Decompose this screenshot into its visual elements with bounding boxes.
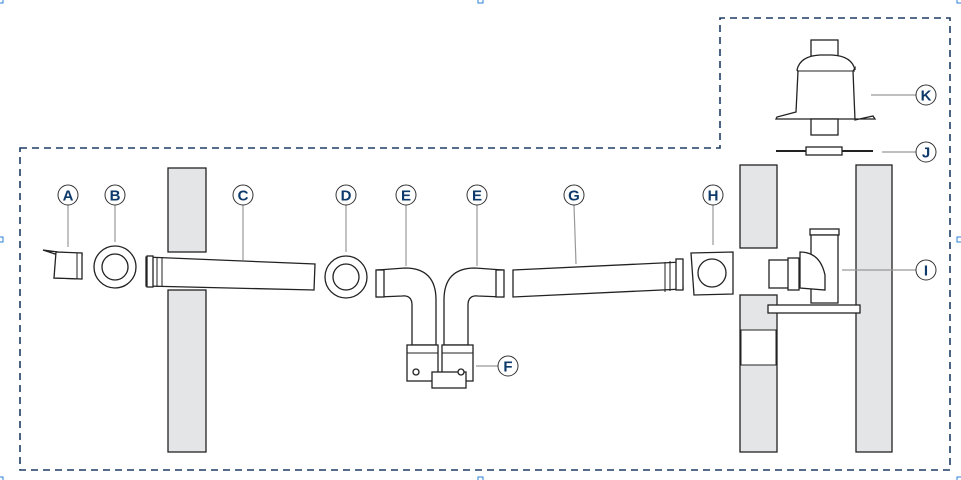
wall-opening [740, 329, 777, 366]
svg-text:F: F [503, 359, 512, 376]
svg-text:C: C [238, 188, 249, 205]
right-wall-upper [739, 164, 778, 249]
svg-text:G: G [568, 188, 580, 205]
part-i-tee [767, 228, 861, 314]
chimney-wall [855, 164, 893, 453]
callout-b: B [104, 184, 126, 206]
callout-h: H [702, 184, 724, 206]
svg-text:B: B [110, 188, 121, 205]
callout-f: F [497, 355, 519, 377]
svg-text:A: A [63, 188, 74, 205]
part-e-bend-left [375, 267, 437, 346]
part-k-roof-terminal [774, 39, 877, 136]
part-h-wall-plate [690, 251, 734, 296]
left-wall-lower [167, 289, 207, 453]
part-f-twin-adaptor [406, 344, 474, 389]
resize-handle-top-left[interactable] [0, 0, 4, 4]
right-wall-lower [739, 294, 778, 453]
callout-d: D [335, 184, 357, 206]
callout-a: A [57, 184, 79, 206]
svg-text:K: K [921, 88, 932, 105]
resize-handle-top-right[interactable] [956, 0, 961, 4]
svg-text:E: E [401, 188, 411, 205]
part-d-rosette [324, 255, 368, 299]
part-a-terminal [42, 249, 83, 280]
svg-text:H: H [708, 188, 719, 205]
part-e-bend-right [443, 267, 505, 346]
callout-e2: E [466, 184, 488, 206]
part-b-rosette [93, 245, 137, 289]
callout-j: J [915, 141, 937, 163]
part-j-flashing-collar [776, 146, 873, 156]
callout-e1: E [395, 184, 417, 206]
part-c-pipe [145, 255, 316, 291]
callout-k: K [915, 84, 937, 106]
svg-text:E: E [472, 188, 482, 205]
svg-text:I: I [924, 263, 928, 280]
svg-text:D: D [341, 188, 352, 205]
resize-handle-right[interactable] [956, 236, 961, 243]
callout-i: I [915, 259, 937, 281]
part-g-pipe [512, 258, 684, 298]
resize-handle-left[interactable] [0, 236, 4, 243]
kit-boundary-outline [19, 17, 951, 471]
resize-handle-top[interactable] [477, 0, 484, 4]
callout-c: C [232, 184, 254, 206]
leader-g [573, 204, 577, 265]
left-wall-upper [167, 167, 207, 253]
svg-text:J: J [922, 145, 930, 162]
callout-g: G [563, 184, 585, 206]
